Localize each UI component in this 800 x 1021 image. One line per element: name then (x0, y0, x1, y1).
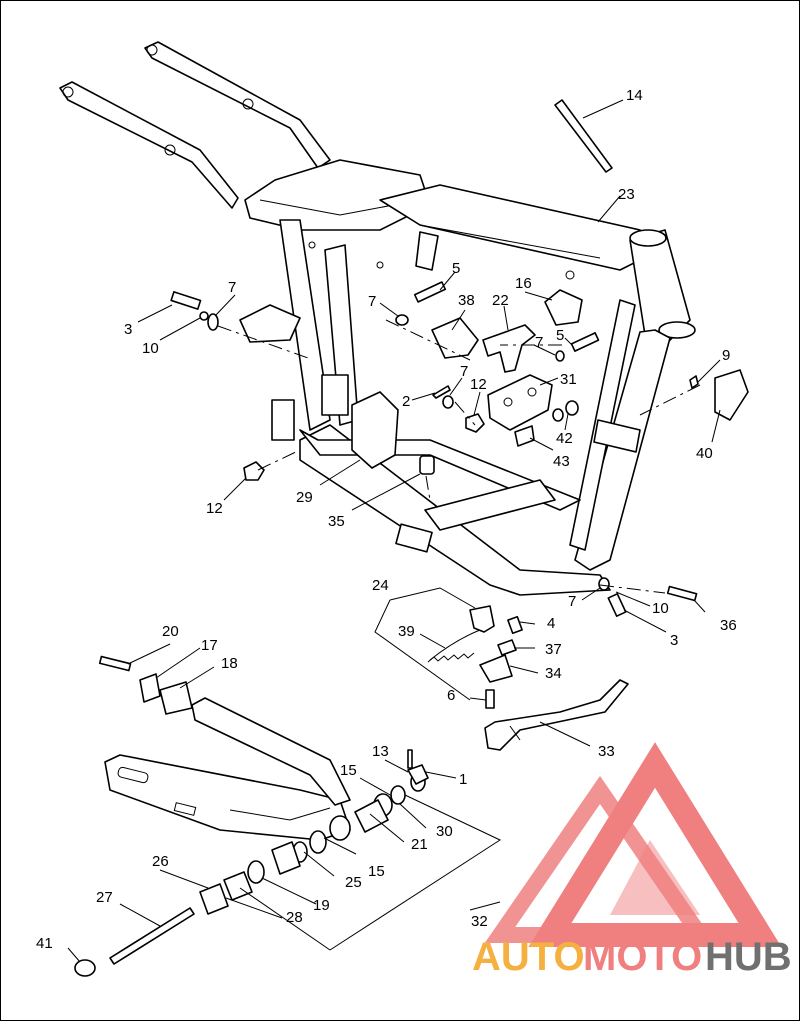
swingarm-group (74, 655, 429, 977)
callout-31: 31 (560, 371, 577, 388)
watermark-word-auto: AUTO (472, 935, 585, 979)
callout-12: 12 (206, 500, 223, 517)
jiffy-stand-group (427, 605, 629, 751)
callout-12: 12 (470, 376, 487, 393)
callout-3: 3 (670, 632, 678, 649)
callout-41: 41 (36, 935, 53, 952)
callout-2: 2 (402, 393, 410, 410)
watermark-word-moto: MOTO (583, 935, 702, 979)
callout-27: 27 (96, 889, 113, 906)
callout-22: 22 (492, 292, 509, 309)
watermark-word-hub: HUB (705, 935, 792, 979)
callout-32: 32 (471, 913, 488, 930)
callout-9: 9 (722, 347, 730, 364)
callout-33: 33 (598, 743, 615, 760)
callout-19: 19 (313, 897, 330, 914)
callout-1: 1 (459, 771, 467, 788)
callout-7: 7 (228, 279, 236, 296)
callout-35: 35 (328, 513, 345, 530)
callout-29: 29 (296, 489, 313, 506)
leader-lines (67, 99, 721, 963)
callout-42: 42 (556, 430, 573, 447)
callout-23: 23 (618, 186, 635, 203)
callout-labels: 14 23 5 16 38 22 7 7 3 10 5 7 7 9 2 12 3… (36, 87, 737, 952)
callout-28: 28 (286, 909, 303, 926)
callout-10: 10 (652, 600, 669, 617)
callout-7: 7 (368, 293, 376, 310)
callout-13: 13 (372, 743, 389, 760)
callout-24: 24 (372, 577, 389, 594)
motorcycle-frame (59, 41, 696, 596)
callout-39: 39 (398, 623, 415, 640)
callout-20: 20 (162, 623, 179, 640)
callout-17: 17 (201, 637, 218, 654)
callout-43: 43 (553, 453, 570, 470)
alignment-lines (217, 319, 701, 594)
callout-16: 16 (515, 275, 532, 292)
watermark-logo (484, 742, 782, 947)
callout-40: 40 (696, 445, 713, 462)
callout-34: 34 (545, 665, 562, 682)
callout-5: 5 (452, 260, 460, 277)
callout-6: 6 (447, 687, 455, 704)
callout-4: 4 (547, 615, 555, 632)
watermark-text: AUTO MOTO HUB (472, 935, 792, 979)
callout-14: 14 (626, 87, 643, 104)
callout-15: 15 (340, 762, 357, 779)
callout-21: 21 (411, 836, 428, 853)
callout-38: 38 (458, 292, 475, 309)
callout-5: 5 (556, 327, 564, 344)
callout-7: 7 (535, 334, 543, 351)
callout-10: 10 (142, 340, 159, 357)
callout-7: 7 (568, 593, 576, 610)
callout-30: 30 (436, 823, 453, 840)
callout-37: 37 (545, 641, 562, 658)
callout-25: 25 (345, 874, 362, 891)
callout-36: 36 (720, 617, 737, 634)
small-parts (170, 99, 749, 617)
callout-3: 3 (124, 321, 132, 338)
callout-26: 26 (152, 853, 169, 870)
callout-15: 15 (368, 863, 385, 880)
callout-7: 7 (460, 363, 468, 380)
callout-18: 18 (221, 655, 238, 672)
